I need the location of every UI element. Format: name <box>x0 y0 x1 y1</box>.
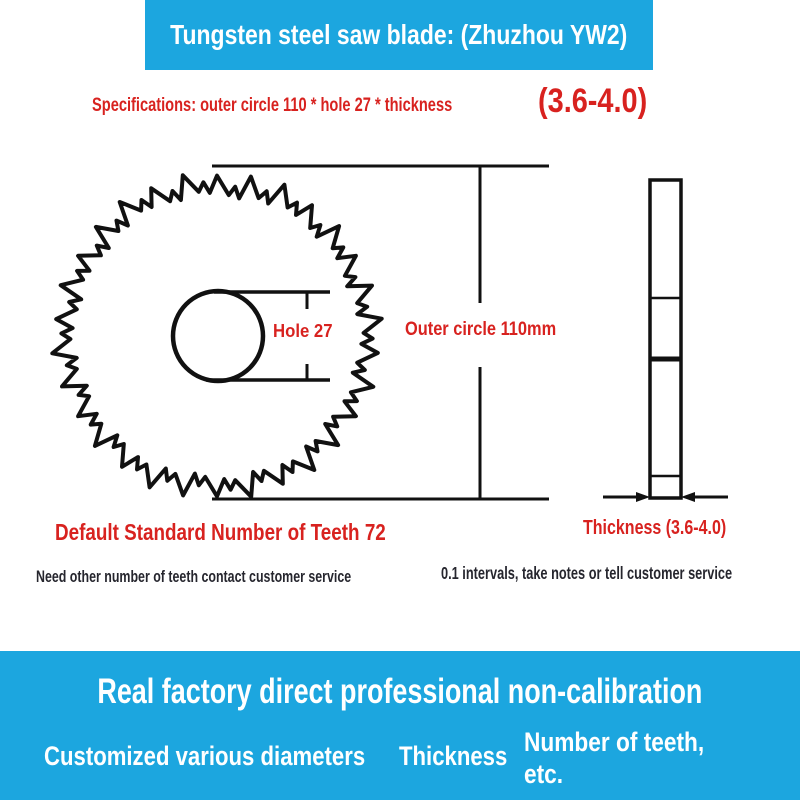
side-view-rect <box>648 178 683 500</box>
header-banner: Tungsten steel saw blade: (Zhuzhou YW2) <box>145 0 653 70</box>
outer-dimension-lines <box>212 164 549 501</box>
footer-banner: Real factory direct professional non-cal… <box>0 651 800 800</box>
spec-range: (3.6-4.0) <box>538 82 667 121</box>
thickness-arrow-right-head <box>681 492 695 502</box>
footer-item-diameters: Customized various diameters <box>44 741 366 771</box>
spec-line-text: Specifications: outer circle 110 * hole … <box>92 95 453 116</box>
teeth-count-note: Default Standard Number of Teeth 72 <box>55 519 386 545</box>
footer-item-teeth: Number of teeth, etc. <box>524 727 705 789</box>
thickness-label: Thickness (3.6-4.0) <box>583 517 727 539</box>
teeth-contact-note: Need other number of teeth contact custo… <box>36 567 352 586</box>
footer-headline: Real factory direct professional non-cal… <box>97 672 703 711</box>
hole-circle <box>170 288 266 384</box>
thickness-interval-note: 0.1 intervals, take notes or tell custom… <box>441 563 733 583</box>
thickness-arrow-left-head <box>636 492 650 502</box>
hole-label: Hole 27 <box>273 321 333 341</box>
page-title: Tungsten steel saw blade: (Zhuzhou YW2) <box>170 19 628 50</box>
outer-circle-label: Outer circle 110mm <box>405 318 557 340</box>
hole-dimension-lines <box>206 290 330 382</box>
spec-line: Specifications: outer circle 110 * hole … <box>92 95 560 117</box>
footer-item-thickness: Thickness <box>399 741 508 771</box>
spec-range-text: (3.6-4.0) <box>538 82 648 120</box>
